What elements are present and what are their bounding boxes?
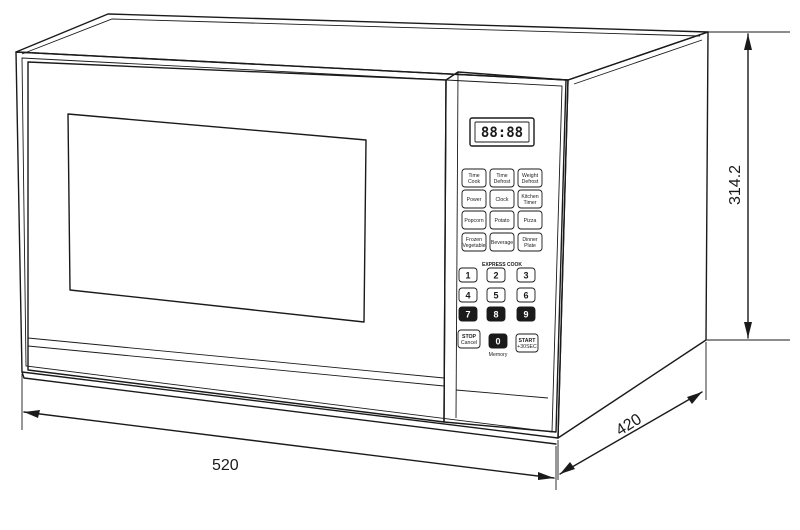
number-key-label: 1 [465,271,470,281]
function-key-label: Kitchen [521,194,538,200]
function-key-label: Time [468,173,479,179]
number-key[interactable]: 1 [458,267,478,283]
height-dimension: 314.2 [706,31,790,341]
function-key-label: Time [496,173,507,179]
display-readout: 88:88 [481,125,523,141]
number-key-label: 4 [465,291,470,301]
memory-label: Memory [489,352,508,358]
function-key[interactable]: Popcorn [461,210,487,230]
function-key-label: Defrost [522,179,539,185]
number-key[interactable]: 2 [486,267,506,283]
number-key[interactable]: 8 [486,306,506,322]
function-key[interactable]: Pizza [517,210,543,230]
right-side-face [557,31,709,439]
width-label: 520 [212,457,239,474]
function-key-label: Clock [496,197,509,203]
front-face [15,51,569,439]
number-key[interactable]: 7 [458,306,478,322]
width-dimension: 520 [21,374,557,490]
start-key-label: START [519,338,537,344]
function-key-label: Vegetable [462,243,485,249]
function-key-label: Power [467,197,482,203]
number-key[interactable]: 6 [516,287,536,303]
number-key[interactable]: 9 [516,306,536,322]
function-key-label: Pizza [524,218,537,224]
function-key[interactable]: Clock [489,189,515,209]
function-key-label: Plate [524,243,536,249]
depth-label: 420 [613,411,645,440]
function-key[interactable]: Power [461,189,487,209]
number-keypad: 1 2 3 4 5 6 7 8 9 [458,267,536,322]
number-key-label: 9 [523,310,528,320]
number-key[interactable]: 4 [458,287,478,303]
control-panel [443,71,567,433]
start-key-sublabel: +30SEC [517,344,537,350]
function-key-label: Beverage [491,240,513,246]
microwave-body [15,13,709,445]
number-key-label: 2 [493,271,498,281]
function-key-label: Potato [495,218,510,224]
function-key-label: Defrost [494,179,511,185]
display-window: 88:88 [469,117,535,147]
depth-dimension: 420 [557,342,707,480]
stop-cancel-key-label: STOP [462,334,477,340]
function-key-label: Weight [522,173,539,179]
number-key[interactable]: 5 [486,287,506,303]
function-key-label: Cook [468,179,481,185]
function-key-label: Popcorn [464,218,483,224]
height-label: 314.2 [727,165,744,205]
function-key-label: Timer [523,200,536,206]
zero-key[interactable]: 0 [488,333,508,349]
function-key[interactable]: Beverage [489,232,515,252]
function-key-label: Frozen [466,237,482,243]
zero-key-label: 0 [495,337,500,347]
number-key-label: 3 [523,271,528,281]
number-key-label: 5 [493,291,498,301]
number-key-label: 8 [493,310,498,320]
number-key-label: 6 [523,291,528,301]
number-key-label: 7 [465,310,470,320]
stop-cancel-key-sublabel: Cancel [461,340,477,346]
door-window [67,113,367,323]
number-key[interactable]: 3 [516,267,536,283]
express-cook-label: EXPRESS COOK [482,262,522,268]
function-key[interactable]: Potato [489,210,515,230]
start-key[interactable]: START+30SEC [515,333,539,353]
function-key-label: Dinner [522,237,538,243]
